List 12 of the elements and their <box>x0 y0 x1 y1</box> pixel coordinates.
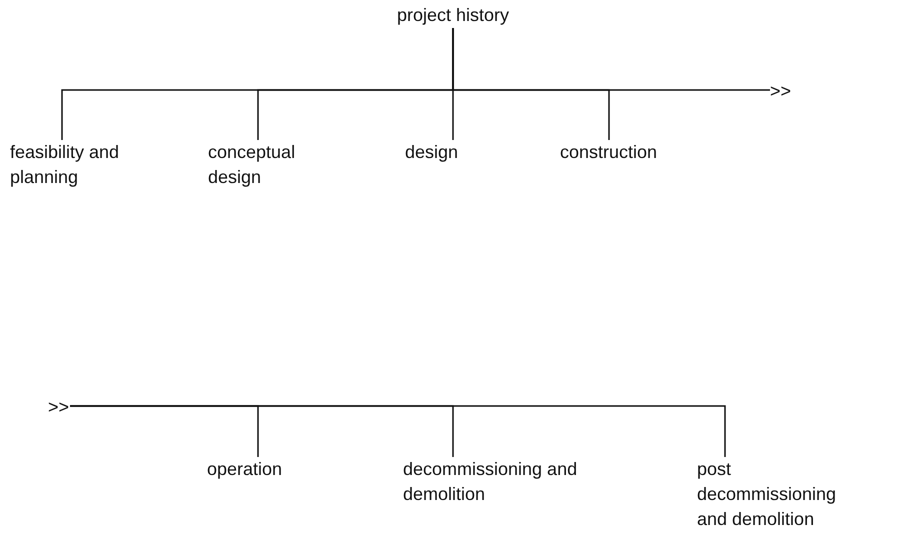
node-label: post decommissioning and demolition <box>697 459 836 529</box>
node-label: design <box>405 142 458 162</box>
connector-line <box>70 405 726 457</box>
node-label: >> <box>770 81 792 101</box>
node-label: decommissioning and demolition <box>403 459 578 504</box>
node-label: >> <box>48 397 70 417</box>
connector-line <box>452 28 770 91</box>
node-label: project history <box>396 5 510 25</box>
node-label: conceptual design <box>208 142 296 187</box>
node-label: operation <box>207 459 282 479</box>
node-label: construction <box>560 142 658 162</box>
node-label: feasibility and planning <box>10 142 120 187</box>
